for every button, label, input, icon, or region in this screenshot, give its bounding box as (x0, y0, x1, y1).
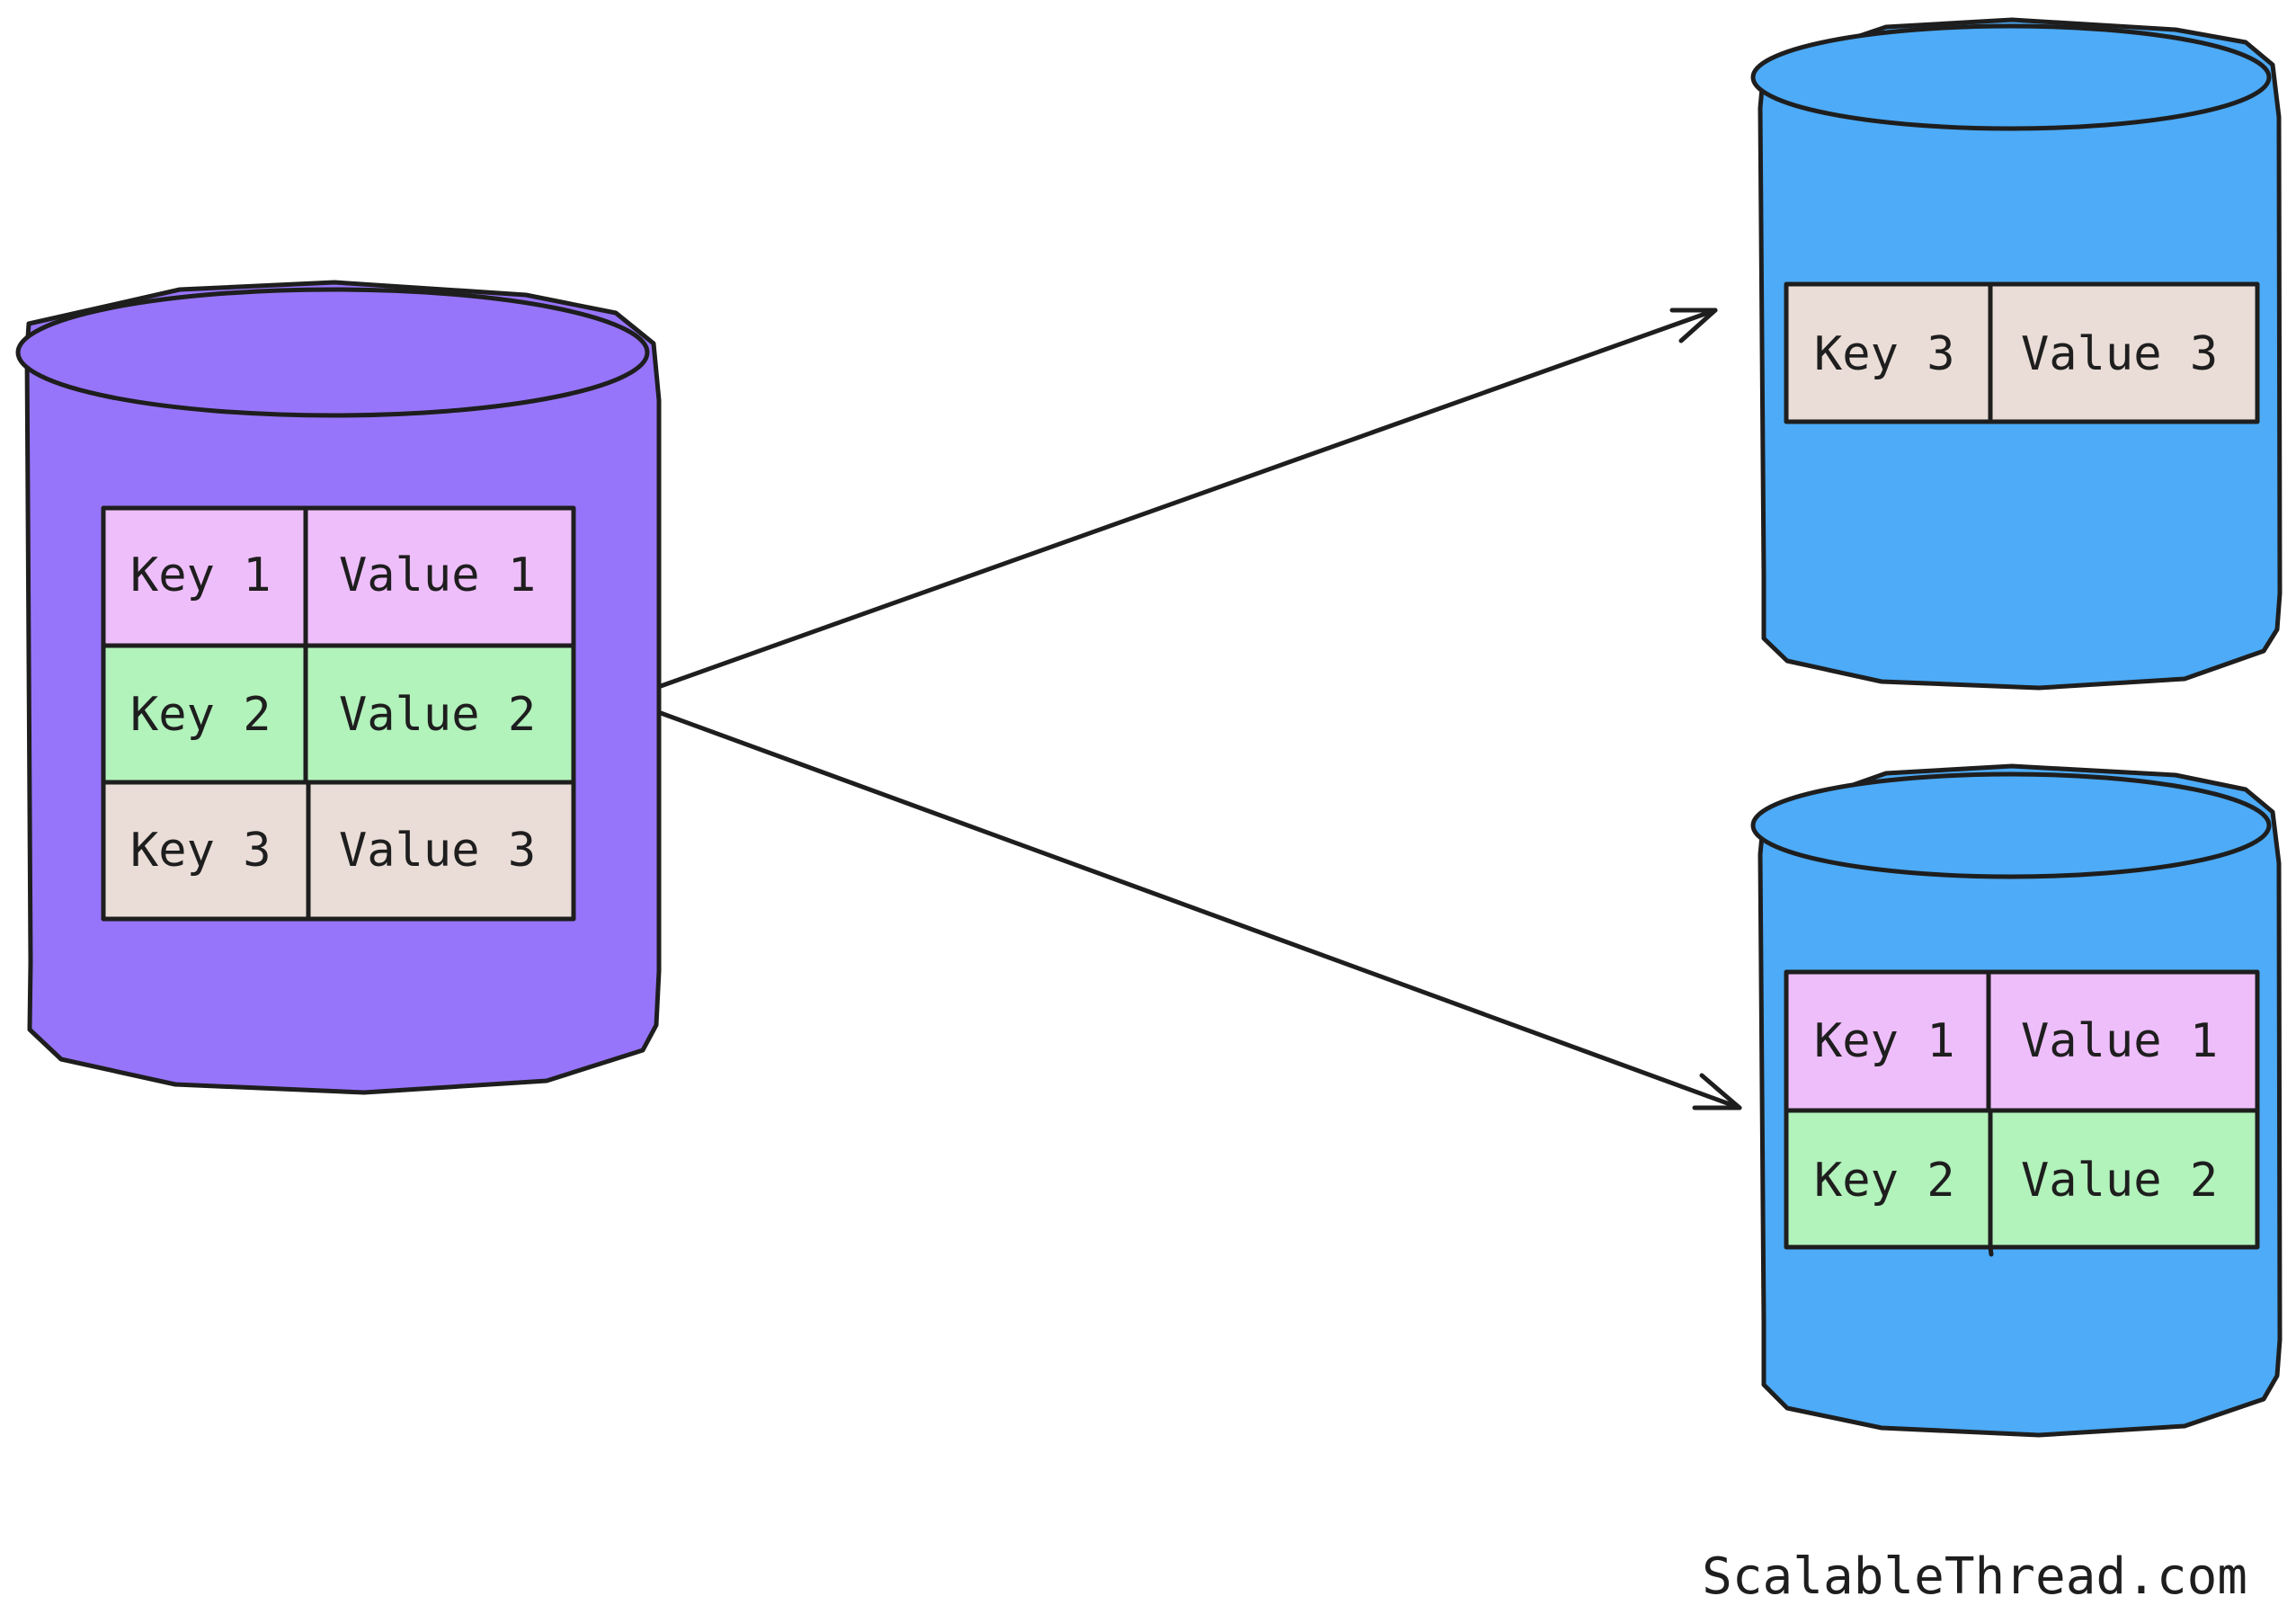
bottom-shard-row-1: Key 1 Value 1 (1784, 969, 2260, 1113)
source-value-3: Value 3 (339, 824, 536, 878)
source-row-2: Key 2 Value 2 (101, 643, 576, 785)
watermark: ScalableThread.com (1702, 1547, 2247, 1606)
top-shard-key-3: Key 3 (1814, 327, 1955, 381)
source-key-3: Key 3 (130, 824, 271, 878)
arrow-to-top-shard-line (658, 308, 1718, 689)
bottom-shard-divider-tail (1988, 1244, 1994, 1257)
source-key-3-cell (101, 780, 311, 922)
bottom-shard-value-2: Value 2 (2021, 1154, 2218, 1208)
source-value-1: Value 1 (339, 548, 536, 602)
arrow-to-bottom-shard-line (658, 710, 1742, 1110)
source-value-2: Value 2 (339, 688, 536, 742)
bottom-shard-value-1: Value 1 (2021, 1014, 2218, 1068)
bottom-shard-value-2-cell (1988, 1108, 2260, 1250)
source-database-top (15, 287, 650, 418)
top-shard-row-1: Key 3 Value 3 (1784, 281, 2260, 424)
bottom-shard-key-1-cell (1784, 969, 1991, 1113)
source-key-2: Key 2 (130, 688, 271, 742)
bottom-shard-row-2: Key 2 Value 2 (1784, 1108, 2260, 1250)
bottom-shard-key-1: Key 1 (1814, 1014, 1955, 1068)
source-table: Key 1 Value 1 Key 2 Value 2 Key 3 Value … (101, 505, 576, 922)
bottom-shard-value-1-cell (1986, 969, 2260, 1113)
arrow-to-top-shard (658, 308, 1718, 689)
source-row-3: Key 3 Value 3 (101, 780, 576, 922)
top-shard-table: Key 3 Value 3 (1784, 281, 2260, 424)
arrow-to-top-shard-head (1669, 308, 1718, 343)
bottom-shard-table: Key 1 Value 1 Key 2 Value 2 (1784, 969, 2260, 1257)
source-value-1-cell (303, 505, 576, 648)
top-shard-value-3: Value 3 (2021, 327, 2218, 381)
source-value-3-cell (306, 780, 576, 922)
top-shard-database-top (1750, 23, 2272, 131)
bottom-shard-key-2: Key 2 (1814, 1154, 1955, 1208)
top-shard-value-3-cell (1988, 281, 2260, 424)
arrow-to-bottom-shard-head (1692, 1073, 1742, 1110)
arrow-to-bottom-shard (658, 710, 1742, 1110)
source-key-2-cell (101, 643, 308, 785)
bottom-shard-database-top (1750, 771, 2272, 879)
source-key-1: Key 1 (130, 548, 271, 602)
bottom-shard-key-2-cell (1784, 1108, 1993, 1250)
source-row-1: Key 1 Value 1 (101, 505, 576, 648)
